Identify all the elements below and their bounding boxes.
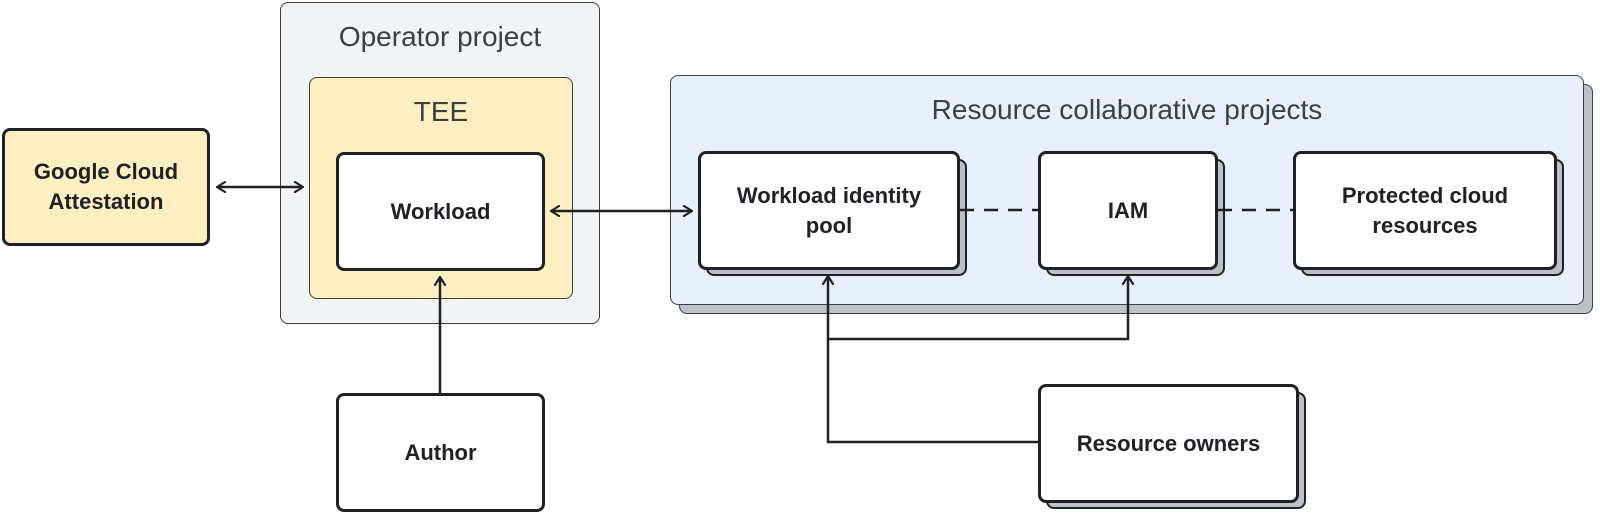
iam-label: IAM — [1107, 197, 1149, 223]
author-node: Author — [336, 393, 545, 512]
protected-cloud-resources-node: Protected cloud resources — [1293, 151, 1557, 270]
owners-bus-line — [826, 339, 1038, 444]
iam-node: IAM — [1038, 151, 1218, 270]
workload-node: Workload — [336, 152, 545, 271]
resource-owners-label: Resource owners — [1076, 430, 1261, 456]
workload-identity-pool-node: Workload identity pool — [698, 151, 960, 270]
tee-title: TEE — [413, 96, 469, 127]
resource-owners-node: Resource owners — [1038, 384, 1299, 503]
operator-project-title: Operator project — [338, 21, 542, 52]
protected-cloud-resources-label: Protected cloud resources — [1341, 182, 1509, 238]
workload-identity-pool-label: Workload identity pool — [736, 182, 922, 238]
author-label: Author — [404, 439, 477, 465]
google-cloud-attestation-label: Google Cloud Attestation — [33, 159, 179, 214]
google-cloud-attestation-node: Google Cloud Attestation — [2, 128, 210, 246]
workload-label: Workload — [390, 198, 491, 224]
resource-projects-title: Resource collaborative projects — [931, 94, 1323, 125]
